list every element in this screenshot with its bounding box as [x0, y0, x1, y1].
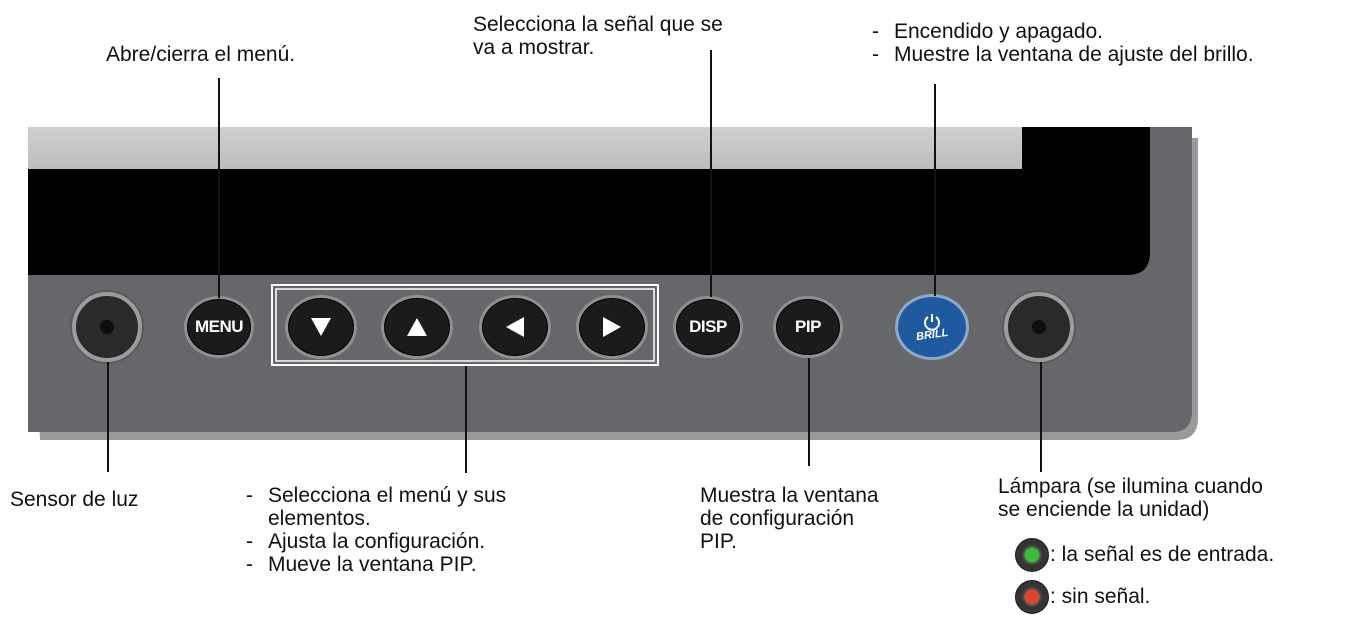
leader-brill	[934, 84, 936, 296]
lamp-red-description: : sin señal.	[1050, 585, 1151, 608]
leader-arrows	[465, 366, 467, 473]
pip-description-line: de configuración	[700, 507, 855, 530]
red-light-icon	[1025, 590, 1039, 604]
down-button[interactable]	[285, 295, 357, 359]
right-button[interactable]	[576, 295, 648, 359]
leader-pip	[808, 358, 810, 466]
brill-description-line: Encendido y apagado.	[872, 20, 1254, 43]
lamp-description-line: se enciende la unidad)	[998, 498, 1210, 521]
arrow-right-icon	[603, 317, 621, 337]
pip-description: Muestra la ventana de configuración PIP.	[700, 484, 879, 553]
sensor-description: Sensor de luz	[10, 488, 139, 511]
brill-label: BRILL	[915, 326, 949, 344]
menu-description: Abre/cierra el menú.	[106, 43, 296, 66]
arrow-up-icon	[407, 318, 427, 336]
pip-description-line: Muestra la ventana	[700, 484, 879, 507]
lamp-dot	[1032, 320, 1046, 334]
power-icon	[924, 314, 940, 331]
lamp	[1004, 292, 1074, 362]
green-light-icon	[1025, 548, 1039, 562]
disp-description-line: va a mostrar.	[473, 36, 595, 59]
pip-description-line: PIP.	[700, 530, 737, 553]
lamp-green-description: : la señal es de entrada.	[1050, 543, 1275, 566]
up-button[interactable]	[381, 295, 453, 359]
arrow-group-frame	[271, 284, 659, 366]
pip-button[interactable]: PIP	[773, 296, 843, 358]
light-sensor	[72, 292, 142, 362]
leader-menu	[218, 78, 220, 298]
arrows-description-line: elementos.	[268, 507, 371, 530]
lamp-description-line: Lámpara (se ilumina cuando	[998, 475, 1263, 498]
arrows-description-line: Selecciona el menú y sus	[246, 484, 506, 507]
arrows-description: Selecciona el menú y sus elementos. Ajus…	[246, 484, 506, 576]
arrows-description-line: Mueve la ventana PIP.	[246, 553, 506, 576]
lamp-red-indicator	[1015, 580, 1049, 614]
screen	[28, 127, 1150, 275]
arrow-left-icon	[506, 317, 524, 337]
brill-description: Encendido y apagado. Muestre la ventana …	[872, 20, 1254, 66]
disp-description: Selecciona la señal que se va a mostrar.	[473, 13, 723, 59]
menu-button[interactable]: MENU	[184, 296, 254, 358]
leader-lamp	[1040, 362, 1042, 472]
arrow-down-icon	[311, 318, 331, 336]
arrows-description-line: Ajusta la configuración.	[246, 530, 506, 553]
bezel-top	[28, 127, 1022, 169]
lamp-description: Lámpara (se ilumina cuando se enciende l…	[998, 475, 1263, 521]
leader-sensor	[107, 362, 109, 472]
left-button[interactable]	[479, 295, 551, 359]
leader-disp	[710, 50, 712, 297]
disp-description-line: Selecciona la señal que se	[473, 13, 723, 36]
disp-button[interactable]: DISP	[673, 296, 743, 358]
brill-description-line: Muestre la ventana de ajuste del brillo.	[872, 43, 1254, 66]
sensor-dot	[100, 320, 114, 334]
lamp-green-indicator	[1015, 538, 1049, 572]
brill-power-button[interactable]: BRILL	[895, 294, 969, 360]
